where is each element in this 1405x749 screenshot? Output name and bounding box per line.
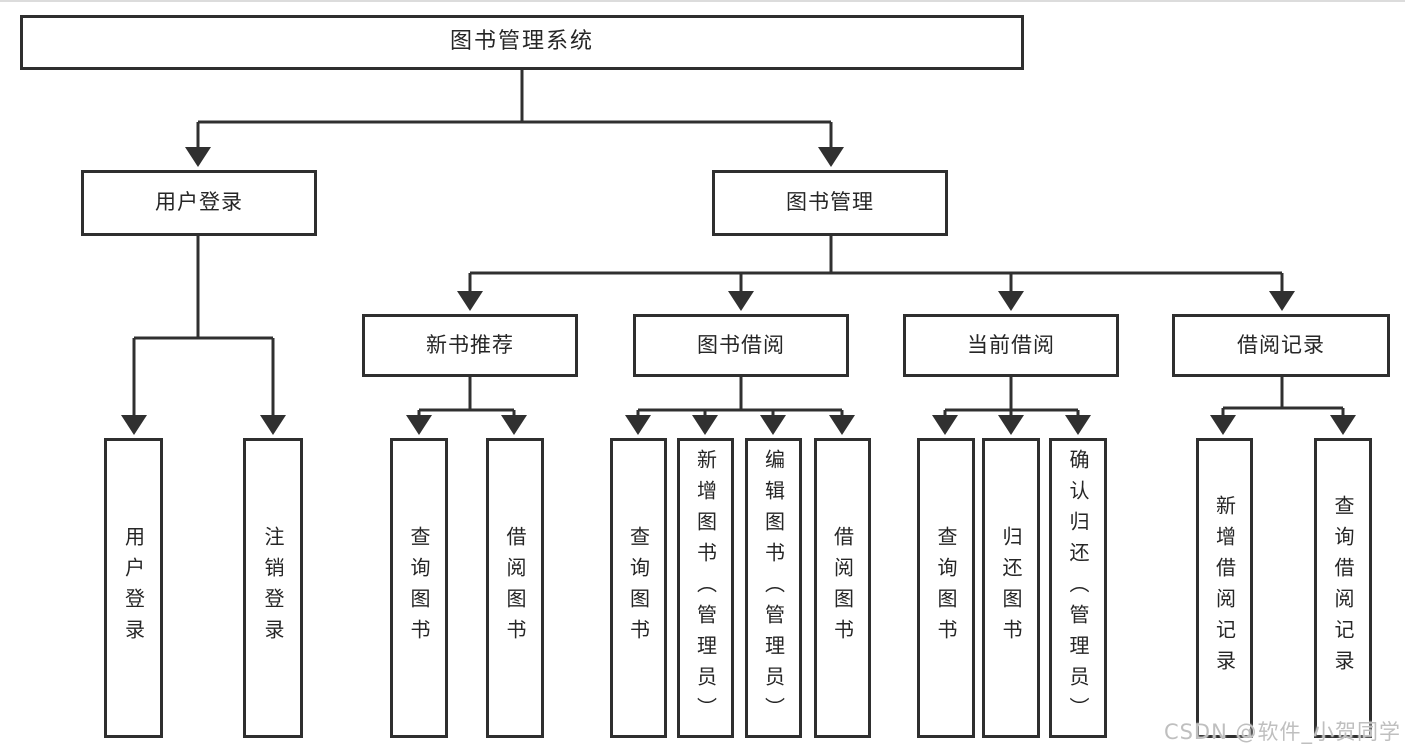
leaf-records-query-record: 查询借阅记录 bbox=[1314, 438, 1372, 738]
leaf-current-confirm-return-admin: 确认归还（管理员） bbox=[1049, 438, 1107, 738]
leaf-current-return-books: 归还图书 bbox=[982, 438, 1040, 738]
leaf-recommend-borrow-books: 借阅图书 bbox=[486, 438, 544, 738]
node-book-borrowing: 图书借阅 bbox=[633, 314, 849, 377]
leaf-user-login: 用户登录 bbox=[104, 438, 163, 738]
leaf-borrowing-edit-books-admin: 编辑图书（管理员） bbox=[745, 438, 802, 738]
leaf-borrowing-borrow-books: 借阅图书 bbox=[814, 438, 871, 738]
node-user-login: 用户登录 bbox=[81, 170, 317, 236]
leaf-borrowing-query-books: 查询图书 bbox=[610, 438, 667, 738]
leaf-records-add-record: 新增借阅记录 bbox=[1196, 438, 1253, 738]
csdn-watermark: CSDN @软件_小贺同学 bbox=[1163, 720, 1401, 744]
leaf-logout: 注销登录 bbox=[243, 438, 303, 738]
node-book-management: 图书管理 bbox=[712, 170, 948, 236]
node-current-borrowing: 当前借阅 bbox=[903, 314, 1119, 377]
leaf-borrowing-add-books-admin: 新增图书（管理员） bbox=[677, 438, 734, 738]
node-new-book-recommend: 新书推荐 bbox=[362, 314, 578, 377]
node-root-library-system: 图书管理系统 bbox=[20, 15, 1024, 70]
leaf-current-query-books: 查询图书 bbox=[917, 438, 975, 738]
node-borrowing-records: 借阅记录 bbox=[1172, 314, 1390, 377]
leaf-recommend-query-books: 查询图书 bbox=[390, 438, 448, 738]
